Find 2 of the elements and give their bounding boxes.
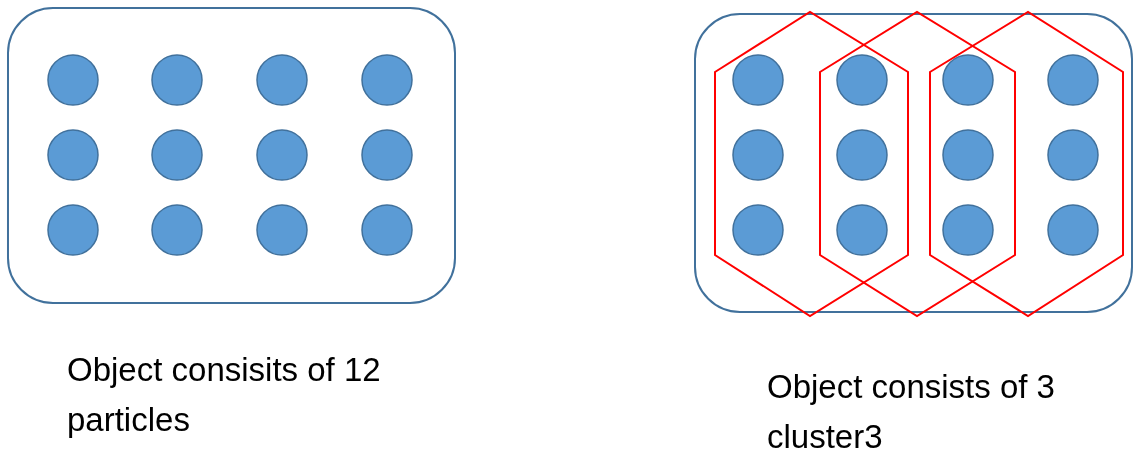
caption: Object consisits of 12 particles bbox=[67, 350, 382, 440]
caption: Object consists of 3 cluster3 bbox=[767, 367, 1056, 457]
